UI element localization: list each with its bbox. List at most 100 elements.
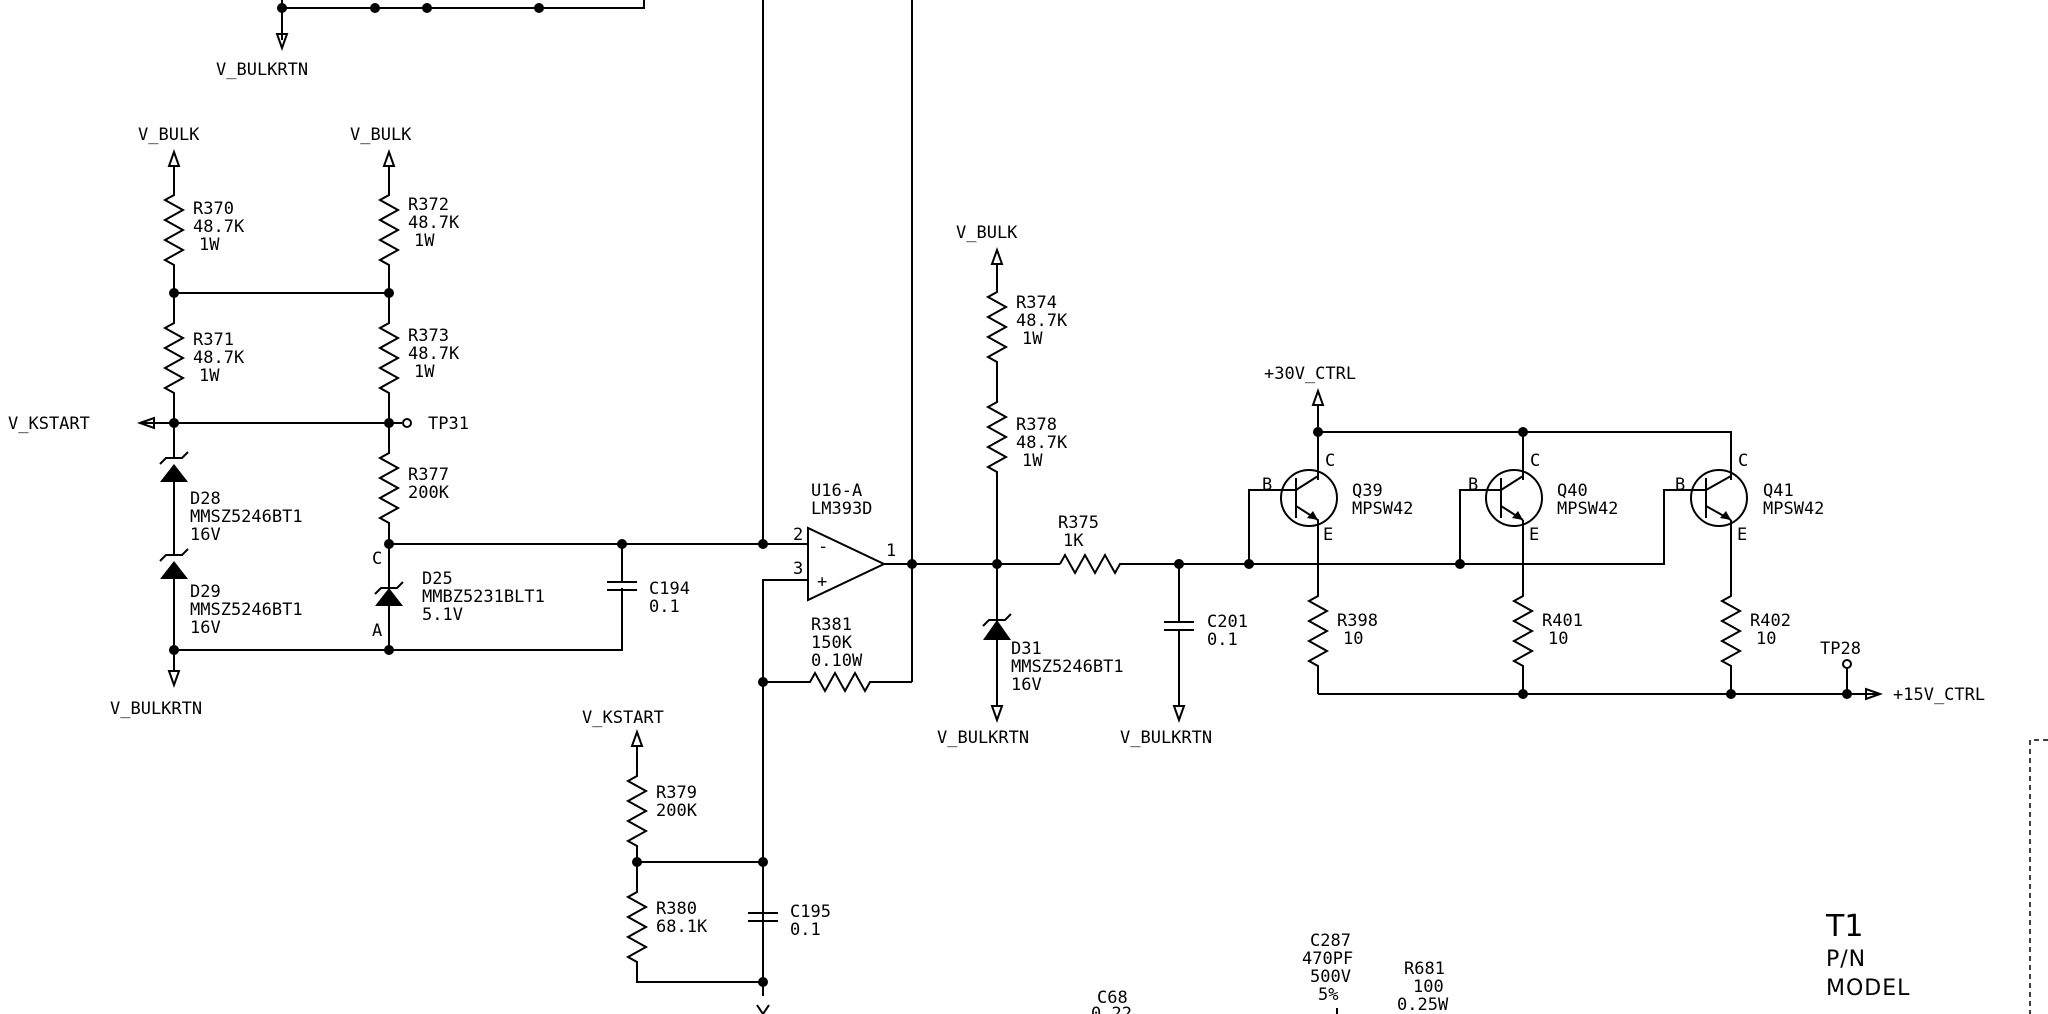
d31-ref: D31 <box>1011 639 1042 659</box>
left-divider-column-2: V_BULK R372 48.7K 1W R373 48.7K 1W TP31 … <box>174 125 808 655</box>
opamp-pin-out: 1 <box>886 541 896 561</box>
d28-ref: D28 <box>190 489 221 509</box>
r373-power: 1W <box>414 362 435 382</box>
net-label-vbulk-1: V_BULK <box>138 125 200 145</box>
opamp-sym-minus: - <box>818 537 828 557</box>
r374-ref: R374 <box>1016 293 1057 313</box>
r402-value: 10 <box>1756 629 1776 649</box>
c201-ref: C201 <box>1207 612 1248 632</box>
r377-ref: R377 <box>408 465 449 485</box>
q41-ref: Q41 <box>1763 481 1794 501</box>
r378-value: 48.7K <box>1016 433 1068 453</box>
q41-part: MPSW42 <box>1763 499 1824 519</box>
r681-ref: R681 <box>1404 959 1445 979</box>
q39: B C E Q39 MPSW42 <box>1244 451 1413 569</box>
net-label-vbulk-3: V_BULK <box>956 223 1018 243</box>
net-label-vbulkrtn-left: V_BULKRTN <box>110 699 202 719</box>
r377-value: 200K <box>408 483 450 503</box>
q41: B C E Q41 MPSW42 <box>1675 451 1824 545</box>
r373-ref: R373 <box>408 326 449 346</box>
r681-value: 100 <box>1413 977 1444 997</box>
d25-anode-label: A <box>372 621 382 641</box>
r378-ref: R378 <box>1016 415 1057 435</box>
r379-ref: R379 <box>656 783 697 803</box>
r375-ref: R375 <box>1058 513 1099 533</box>
d31-part: MMSZ5246BT1 <box>1011 657 1124 677</box>
c201-value: 0.1 <box>1207 630 1238 650</box>
r380-value: 68.1K <box>656 917 708 937</box>
middle-divider: V_BULK R374 48.7K 1W R378 48.7K 1W D31 M… <box>937 223 1124 748</box>
transistor-stage: +30V_CTRL B C E Q39 MPSW42 B C <box>1244 364 1985 705</box>
q40-ref: Q40 <box>1557 481 1588 501</box>
bottom-partial-parts: C68 0.22 C287 470PF 500V 5% R681 100 0.2… <box>1091 931 1449 1014</box>
opamp-pin-plus: 3 <box>793 559 803 579</box>
r398-value: 10 <box>1343 629 1363 649</box>
r381-value: 150K <box>811 633 853 653</box>
c287-value: 470PF <box>1302 949 1353 969</box>
t1-model: MODEL <box>1826 976 1910 1001</box>
net-label-vbulkrtn-d31: V_BULKRTN <box>937 728 1029 748</box>
tp28-label: TP28 <box>1820 639 1861 659</box>
transformer-t1: T1 P/N MODEL <box>1825 739 2048 1014</box>
q39-pin-e: E <box>1323 525 1333 545</box>
q41-pin-b: B <box>1675 475 1685 495</box>
r378-power: 1W <box>1022 451 1043 471</box>
d25-voltage: 5.1V <box>422 605 463 625</box>
r375-value: 1K <box>1063 531 1084 551</box>
d25-ref: D25 <box>422 569 453 589</box>
c287-tolerance: 5% <box>1318 985 1338 1005</box>
net-label-vbulkrtn-top: V_BULKRTN <box>216 60 308 80</box>
left-divider-column-1: V_BULK R370 48.7K 1W R371 48.7K 1W V_KST… <box>8 125 389 719</box>
c68-ref: C68 <box>1097 988 1128 1008</box>
r372-ref: R372 <box>408 195 449 215</box>
q40-pin-c: C <box>1530 451 1540 471</box>
t1-pn: P/N <box>1826 947 1866 972</box>
d29-ref: D29 <box>190 582 221 602</box>
r372-value: 48.7K <box>408 213 460 233</box>
r402-ref: R402 <box>1750 611 1791 631</box>
r373-value: 48.7K <box>408 344 460 364</box>
c287-ref: C287 <box>1310 931 1351 951</box>
q40: B C E Q40 MPSW42 <box>1455 451 1618 569</box>
c68-value: 0.22 <box>1091 1004 1132 1014</box>
r401-ref: R401 <box>1542 611 1583 631</box>
net-label-vkstart-mid: V_KSTART <box>582 708 664 728</box>
c194-ref: C194 <box>649 579 690 599</box>
net-label-vbulk-2: V_BULK <box>350 125 412 145</box>
d28-voltage: 16V <box>190 525 221 545</box>
q39-pin-c: C <box>1325 451 1335 471</box>
opamp-part: LM393D <box>811 499 872 519</box>
r379-value: 200K <box>656 801 698 821</box>
r381-ref: R381 <box>811 615 852 635</box>
r401-value: 10 <box>1548 629 1568 649</box>
d28-part: MMSZ5246BT1 <box>190 507 303 527</box>
d31-voltage: 16V <box>1011 675 1042 695</box>
r371-value: 48.7K <box>193 348 245 368</box>
q40-pin-b: B <box>1468 475 1478 495</box>
opamp-ref: U16-A <box>811 481 862 501</box>
c194-value: 0.1 <box>649 597 680 617</box>
d25-part: MMBZ5231BLT1 <box>422 587 545 607</box>
r380-ref: R380 <box>656 899 697 919</box>
c195-ref: C195 <box>790 902 831 922</box>
net-label-vbulkrtn-c201: V_BULKRTN <box>1120 728 1212 748</box>
q39-pin-b: B <box>1262 475 1272 495</box>
q40-part: MPSW42 <box>1557 499 1618 519</box>
r381-power: 0.10W <box>811 651 863 671</box>
net-label-15v: +15V_CTRL <box>1893 685 1985 705</box>
q39-part: MPSW42 <box>1352 499 1413 519</box>
r681-power: 0.25W <box>1397 995 1449 1014</box>
r371-power: 1W <box>199 366 220 386</box>
r370-power: 1W <box>199 235 220 255</box>
c287-voltage: 500V <box>1310 967 1351 987</box>
q40-pin-e: E <box>1529 525 1539 545</box>
r372-power: 1W <box>414 231 435 251</box>
d25-cathode-label: C <box>372 549 382 569</box>
tp31-label: TP31 <box>428 414 469 434</box>
net-label-30v: +30V_CTRL <box>1264 364 1356 384</box>
q41-pin-c: C <box>1738 451 1748 471</box>
filter-r375-c201: R375 1K C201 0.1 V_BULKRTN <box>1058 513 1460 748</box>
c195-value: 0.1 <box>790 920 821 940</box>
q41-pin-e: E <box>1737 525 1747 545</box>
